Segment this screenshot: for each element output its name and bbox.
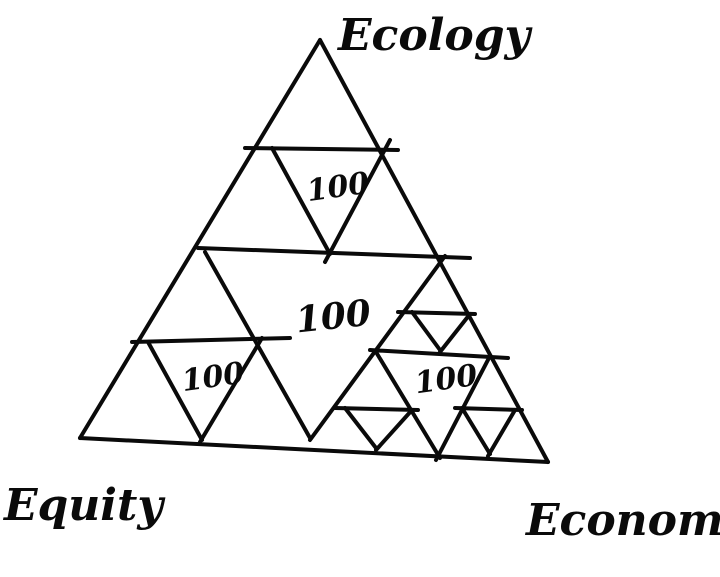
value-right-inner: 100 (413, 358, 480, 401)
level-1-lines (196, 246, 472, 442)
value-left-inner: 100 (180, 356, 247, 399)
right-top-small-triangle (396, 310, 477, 354)
value-center: 100 (294, 292, 373, 342)
outer-triangle (78, 38, 550, 464)
right-bottom-right-small-triangle (453, 406, 524, 458)
corner-label-economy: Economy (524, 495, 720, 546)
corner-label-equity: Equity (2, 480, 166, 531)
top-subtriangle-lines (243, 138, 400, 264)
left-subtriangle-lines (130, 336, 292, 444)
right-bottom-left-small-triangle (333, 406, 420, 452)
value-top-inner: 100 (305, 166, 372, 209)
corner-label-ecology: Ecology (336, 10, 534, 61)
